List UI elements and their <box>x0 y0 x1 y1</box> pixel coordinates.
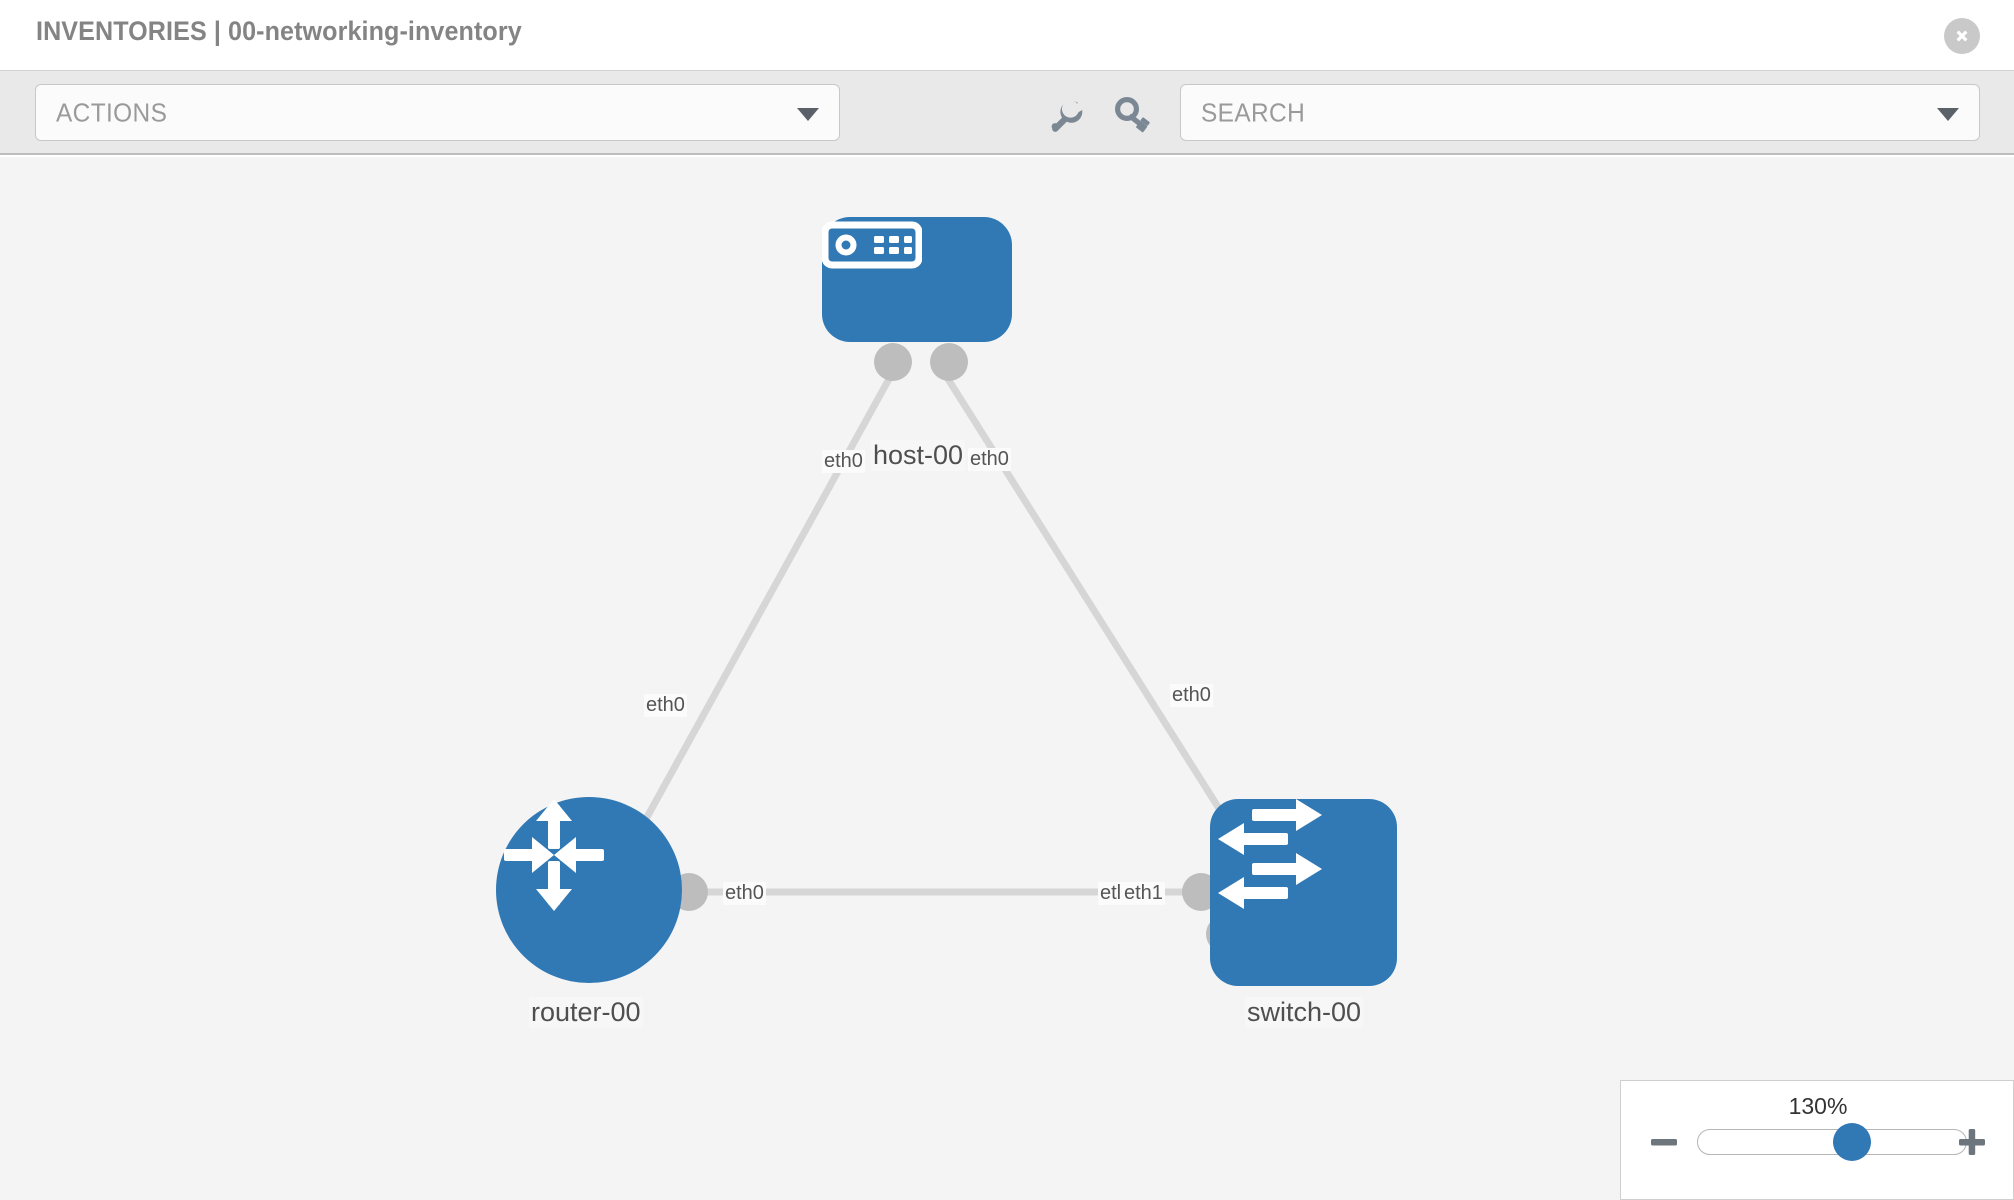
zoom-slider-thumb[interactable] <box>1832 1123 1871 1161</box>
minus-icon <box>1651 1139 1677 1146</box>
node-router-00-label: router-00 <box>529 997 643 1028</box>
node-switch-00[interactable] <box>1210 799 1397 986</box>
key-icon[interactable] <box>1112 93 1156 137</box>
port-connector-host-left[interactable] <box>874 343 912 381</box>
search-input[interactable]: SEARCH <box>1180 84 1980 141</box>
node-host-00-shape[interactable] <box>822 217 1012 342</box>
server-icon <box>822 221 922 269</box>
wrench-icon[interactable] <box>1044 93 1088 137</box>
port-label-switch-left: eth1 <box>1122 882 1165 905</box>
node-switch-00-shape[interactable] <box>1210 799 1397 986</box>
close-icon <box>1956 30 1968 42</box>
router-arrows-icon <box>504 799 604 911</box>
node-router-00[interactable] <box>496 797 682 983</box>
topology-canvas[interactable]: host-00 <box>0 157 2014 1200</box>
chevron-down-icon <box>797 107 819 121</box>
port-label-switch-upper: eth0 <box>1170 684 1213 707</box>
page-title: INVENTORIES | 00-networking-inventory <box>36 16 522 46</box>
switch-arrows-icon <box>1218 799 1322 909</box>
zoom-level-label: 130% <box>1788 1093 1848 1119</box>
actions-dropdown-label: ACTIONS <box>56 97 168 127</box>
zoom-slider[interactable] <box>1697 1123 1967 1161</box>
port-label-router-upper: eth0 <box>644 694 687 717</box>
search-placeholder: SEARCH <box>1201 97 1306 127</box>
port-label-switch-left-overlap: etl <box>1098 882 1124 905</box>
chevron-down-icon <box>1937 107 1959 121</box>
plus-icon <box>1959 1129 1985 1155</box>
port-label-router-right: eth0 <box>723 882 766 905</box>
close-button[interactable] <box>1944 18 1980 54</box>
port-label-host-left: eth0 <box>822 450 865 473</box>
node-switch-00-label: switch-00 <box>1245 997 1364 1028</box>
node-host-00[interactable] <box>822 217 1012 342</box>
zoom-control-panel: 130% <box>1620 1080 2014 1200</box>
port-label-host-right: eth0 <box>968 448 1011 471</box>
zoom-in-button[interactable] <box>1957 1127 1987 1157</box>
node-host-00-label: host-00 <box>871 440 966 471</box>
actions-dropdown[interactable]: ACTIONS <box>35 84 840 141</box>
toolbar: ACTIONS SEARCH <box>0 70 2014 155</box>
page-header: INVENTORIES | 00-networking-inventory <box>0 0 2014 70</box>
node-router-00-shape[interactable] <box>496 797 682 983</box>
port-connector-host-right[interactable] <box>930 343 968 381</box>
zoom-out-button[interactable] <box>1649 1127 1679 1157</box>
